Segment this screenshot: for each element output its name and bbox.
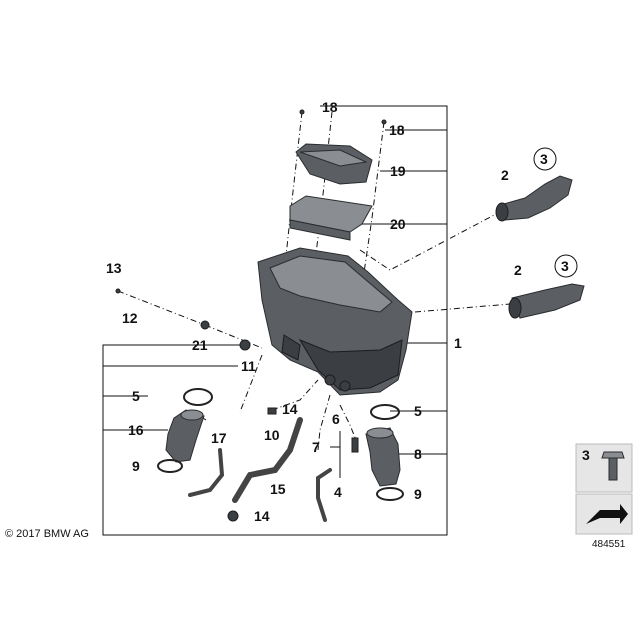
diagram-id: 484551 (592, 539, 626, 550)
screw-18b (381, 119, 387, 125)
callout-3b: 3 (561, 258, 569, 274)
callout-11: 11 (241, 358, 256, 374)
screw-13 (115, 288, 121, 294)
callout-17: 17 (211, 430, 227, 446)
callout-5a: 5 (132, 388, 140, 404)
callout-14a: 14 (282, 401, 298, 417)
callout-5b: 5 (414, 403, 422, 419)
callout-3a: 3 (540, 151, 548, 167)
intake-duct-lower (508, 283, 585, 319)
callout-circle-3a (533, 147, 557, 171)
clip-10 (267, 407, 277, 415)
grommet-21 (239, 339, 251, 351)
air-filter-housing (257, 247, 413, 396)
callouts: 1 2 2 3 3 4 5 5 6 7 8 9 9 10 11 12 13 14… (106, 99, 578, 524)
callout-9b: 9 (414, 486, 422, 502)
callout-1: 1 (454, 335, 462, 351)
clip-14 (227, 510, 239, 522)
frame-lines (102, 105, 448, 536)
callout-2b: 2 (514, 262, 522, 278)
callout-14b: 14 (254, 508, 270, 524)
hose-17 (188, 448, 225, 497)
callout-19: 19 (390, 163, 406, 179)
callout-9a: 9 (132, 458, 140, 474)
callout-15: 15 (270, 481, 286, 497)
intake-duct-upper (495, 175, 573, 222)
callout-16: 16 (128, 422, 144, 438)
clean-air-pipe (365, 427, 401, 487)
callout-13: 13 (106, 260, 122, 276)
callout-18b: 18 (389, 122, 405, 138)
copyright: © 2017 BMW AG (5, 528, 89, 540)
callout-circle-3b (554, 254, 578, 278)
legend-arrow-icon (586, 504, 628, 524)
hose-15 (232, 417, 303, 503)
callout-4: 4 (334, 484, 342, 500)
legend-screw-head (601, 451, 625, 459)
hose-4 (316, 468, 332, 522)
callout-6: 6 (332, 411, 340, 427)
callout-10: 10 (264, 427, 280, 443)
callout-21: 21 (192, 337, 208, 353)
cover-part (295, 143, 373, 185)
screw-18a (299, 109, 305, 115)
callout-20: 20 (390, 216, 406, 232)
clamp-9-left (157, 459, 183, 473)
rubber-bellows (165, 409, 205, 463)
sensor-6 (351, 437, 359, 453)
callout-2a: 2 (501, 167, 509, 183)
grommet-12 (200, 320, 210, 330)
clamp-5-left (183, 388, 213, 406)
legend-callout-3: 3 (582, 447, 590, 463)
clamp-5-right (370, 404, 400, 420)
legend-screw-shaft (608, 457, 618, 481)
callout-8: 8 (414, 446, 422, 462)
callout-18a: 18 (322, 99, 338, 115)
legend-box: 3 484551 (575, 443, 633, 550)
filter-element (289, 195, 373, 241)
clamp-9-right (376, 487, 404, 501)
callout-7: 7 (312, 439, 320, 455)
callout-12: 12 (122, 310, 138, 326)
